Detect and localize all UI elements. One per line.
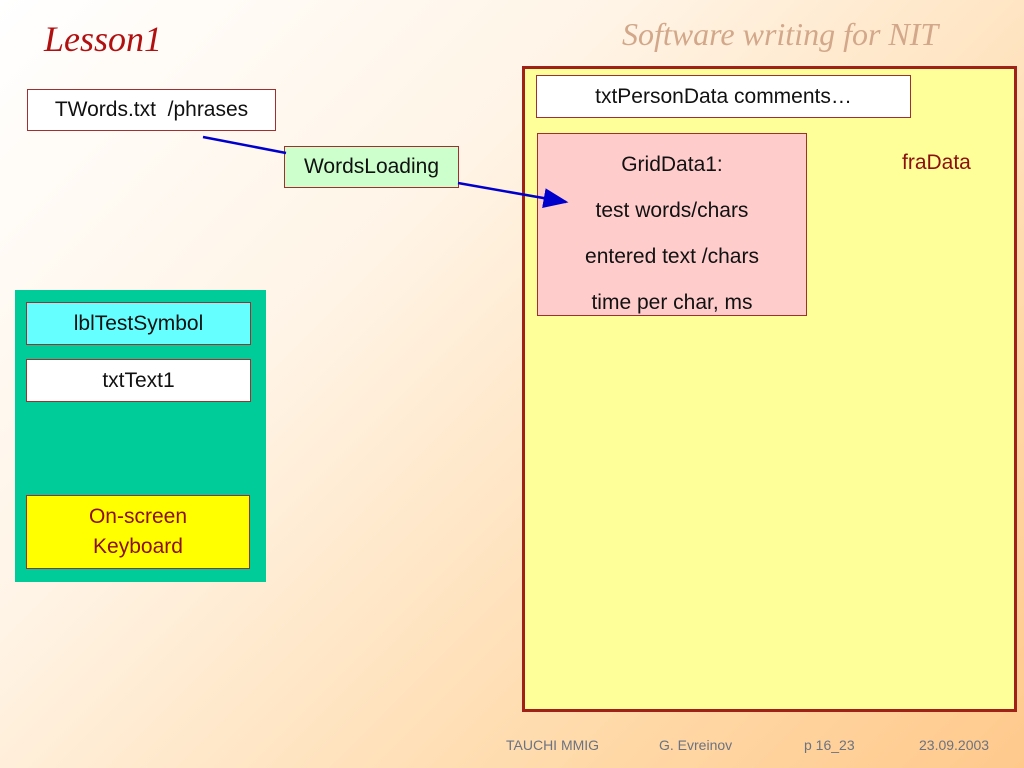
keyboard-line: On-screen xyxy=(88,505,188,528)
grid-data-line: time per char, ms xyxy=(591,291,753,314)
words-loading-box: WordsLoading xyxy=(284,146,459,188)
txt-text1-box: txtText1 xyxy=(26,359,251,402)
person-data-box: txtPersonData comments… xyxy=(536,75,911,118)
page-title: Lesson1 xyxy=(44,19,163,59)
grid-data-box: GridData1: test words/chars entered text… xyxy=(537,133,807,316)
page-subtitle: Software writing for NIT xyxy=(622,16,939,52)
keyboard-line: Keyboard xyxy=(93,535,183,558)
onscreen-keyboard-box: On-screen Keyboard xyxy=(26,495,250,569)
arrow-twords-to-loading xyxy=(202,135,287,155)
footer-date: 23.09.2003 xyxy=(919,737,990,753)
fradata-label: fraData xyxy=(902,151,971,174)
footer-author: G. Evreinov xyxy=(659,737,733,753)
twords-file-box: TWords.txt /phrases xyxy=(27,89,276,131)
grid-data-line: test words/chars xyxy=(595,199,749,222)
grid-data-line: entered text /chars xyxy=(585,245,759,268)
footer-page: p 16_23 xyxy=(804,737,855,753)
lbl-test-symbol-box: lblTestSymbol xyxy=(26,302,251,345)
footer-org: TAUCHI MMIG xyxy=(506,737,600,753)
grid-data-line: GridData1: xyxy=(621,153,723,176)
